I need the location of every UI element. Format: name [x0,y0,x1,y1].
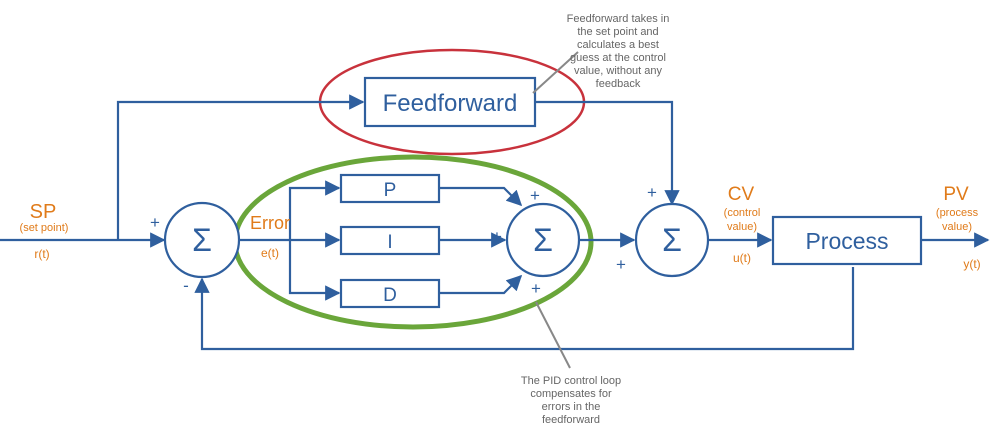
minus-sign: - [183,276,189,295]
plus-sign: + [530,186,540,205]
note-line: feedforward [542,414,600,426]
output-sum-junction [634,202,710,278]
pv-variable: y(t) [963,257,980,271]
p-block [339,173,441,204]
sigma-symbol: Σ [192,222,212,258]
sigma-symbol: Σ [662,222,682,258]
i-block [339,225,441,256]
note-line: guess at the control [570,52,666,64]
p-branch-line [288,180,341,240]
note-line: feedback [596,78,641,90]
note-line: the set point and [577,26,658,38]
pv-label: PV [943,184,969,205]
plus-sign: + [647,183,657,202]
pid-note-pointer [535,301,571,369]
feedforward-block [363,76,537,128]
pv-description: (process [936,207,979,219]
note-line: The PID control loop [521,375,621,387]
process-label: Process [805,228,888,254]
sp-variable: r(t) [34,247,49,261]
note-line: Feedforward takes in [567,13,670,25]
feedforward-output-line [535,100,680,206]
error-sum-junction [163,201,241,279]
process-block [771,215,923,266]
error-variable: e(t) [261,246,279,260]
note-line: compensates for [530,388,612,400]
plus-sign: + [150,213,160,232]
p-label: P [384,180,397,201]
pv-description: value) [942,221,972,233]
feedforward-note-pointer [532,51,579,94]
note-line: value, without any [574,65,663,77]
plus-sign: + [492,227,502,246]
note-line: errors in the [542,401,601,413]
plus-sign: + [531,279,541,298]
d-branch-line [288,240,341,301]
cv-description: value) [727,221,757,233]
d-block [339,278,441,309]
sp-label: SP [30,201,57,223]
d-label: D [383,285,397,306]
cv-variable: u(t) [733,251,751,265]
p-output-line [439,186,523,207]
feedback-line [194,267,855,351]
cv-label: CV [728,184,755,205]
feedforward-label: Feedforward [383,90,518,117]
i-label: I [387,232,392,253]
d-output-line [439,274,523,295]
sigma-symbol: Σ [533,222,553,258]
error-label: Error [250,213,290,233]
sp-description: (set point) [20,222,69,234]
cv-description: (control [724,207,761,219]
plus-sign: + [616,255,626,274]
note-line: calculates a best [577,39,659,51]
feedforward-input-line [116,94,365,240]
pid-sum-junction [505,202,581,278]
